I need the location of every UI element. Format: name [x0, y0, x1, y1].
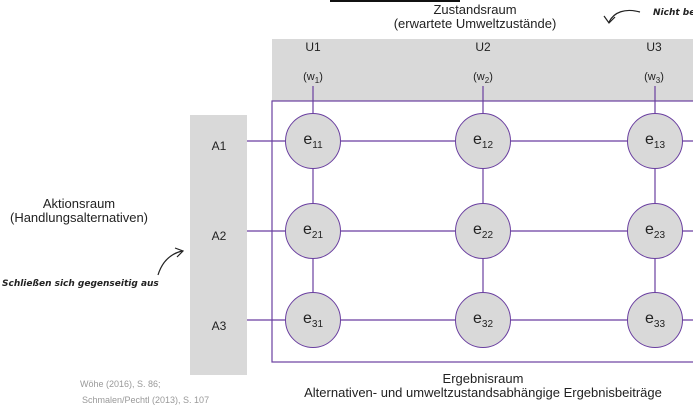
- annotation-arrow-left: [157, 250, 183, 276]
- result-space-subtitle: Alternativen- und umweltzustandsabhängig…: [304, 385, 662, 400]
- result-node: e13: [627, 113, 683, 169]
- state-space-subtitle: (erwartete Umweltzustände): [393, 16, 557, 31]
- source-line-1: Wöhe (2016), S. 86;: [80, 379, 161, 389]
- state-space-title: Zustandsraum: [433, 2, 517, 17]
- state-label-u1: U1: [305, 40, 321, 54]
- state-prob-w2: (w2): [463, 71, 503, 86]
- result-node: e11: [285, 113, 341, 169]
- annotation-top-right: Nicht be: [653, 8, 693, 18]
- result-node: e23: [627, 203, 683, 259]
- state-label-u2: U2: [475, 40, 491, 54]
- action-space-title: Aktionsraum: [42, 196, 116, 211]
- action-space-subtitle: (Handlungsalternativen): [9, 210, 149, 225]
- annotation-left: Schließen sich gegenseitig aus: [2, 279, 159, 289]
- alternative-a3: A3: [211, 319, 227, 333]
- result-node: e21: [285, 203, 341, 259]
- alternative-a1: A1: [211, 139, 227, 153]
- source-line-2: Schmalen/Pechtl (2013), S. 107: [82, 395, 210, 405]
- annotation-arrow-top: [608, 9, 641, 23]
- state-label-u3: U3: [646, 40, 662, 54]
- result-node: e33: [627, 292, 683, 348]
- state-prob-w1: (w1): [293, 71, 333, 86]
- action-space-column: [190, 115, 247, 375]
- state-prob-w3: (w3): [634, 71, 674, 86]
- alternative-a2: A2: [211, 229, 227, 243]
- result-node: e12: [455, 113, 511, 169]
- result-node: e22: [455, 203, 511, 259]
- result-space-title: Ergebnisraum: [442, 371, 524, 386]
- cut-off-heading: [330, 0, 460, 2]
- result-node: e32: [455, 292, 511, 348]
- result-node: e31: [285, 292, 341, 348]
